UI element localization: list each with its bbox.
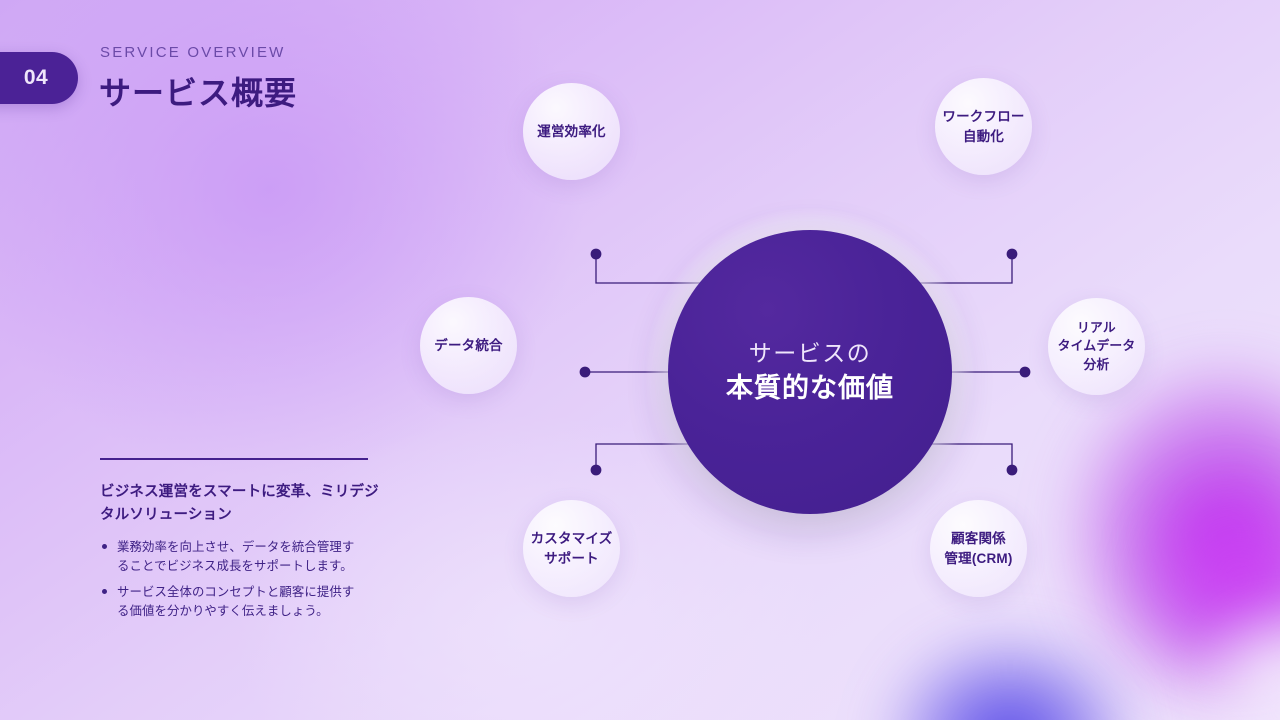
node-realtime-data-analysis[interactable]: リアルタイムデータ分析 <box>1048 298 1145 395</box>
connector-dot-top-left <box>590 248 602 260</box>
section-number-label: 04 <box>23 66 49 89</box>
list-item: サービス全体のコンセプトと顧客に提供する価値を分かりやすく伝えましょう。 <box>100 583 358 621</box>
center-hub: サービスの 本質的な価値 <box>668 230 952 514</box>
decorative-blob-pale <box>1150 560 1280 720</box>
connector-dot-top-right <box>1006 248 1018 260</box>
node-label: ワークフロー自動化 <box>942 109 1025 144</box>
section-eyebrow: SERVICE OVERVIEW <box>100 44 286 61</box>
left-divider <box>100 458 368 460</box>
node-label: データ統合 <box>434 337 503 353</box>
list-item: 業務効率を向上させ、データを統合管理することでビジネス成長をサポートします。 <box>100 538 358 576</box>
center-hub-title: 本質的な価値 <box>726 372 894 403</box>
node-customer-relationship-management[interactable]: 顧客関係管理(CRM) <box>930 500 1027 597</box>
node-data-integration[interactable]: データ統合 <box>420 297 517 394</box>
left-lead-text: ビジネス運営をスマートに変革、ミリデジタルソリューション <box>100 484 379 524</box>
center-hub-subtitle: サービスの <box>748 339 872 366</box>
connector-dot-left <box>579 366 591 378</box>
node-operational-efficiency[interactable]: 運営効率化 <box>523 83 620 180</box>
page-title: サービス概要 <box>99 75 298 111</box>
node-label: 顧客関係管理(CRM) <box>944 531 1013 566</box>
connector-dot-bottom-right <box>1006 464 1018 476</box>
connector-dot-bottom-left <box>590 464 602 476</box>
node-label: 運営効率化 <box>537 123 606 139</box>
left-bullet-list: 業務効率を向上させ、データを統合管理することでビジネス成長をサポートします。 サ… <box>100 538 358 627</box>
section-number-badge: 04 <box>0 52 78 104</box>
decorative-blob-indigo <box>845 600 1175 720</box>
node-label: カスタマイズサポート <box>530 531 613 566</box>
node-workflow-automation[interactable]: ワークフロー自動化 <box>935 78 1032 175</box>
connector-dot-right <box>1019 366 1031 378</box>
node-customize-support[interactable]: カスタマイズサポート <box>523 500 620 597</box>
node-label: リアルタイムデータ分析 <box>1057 320 1136 372</box>
